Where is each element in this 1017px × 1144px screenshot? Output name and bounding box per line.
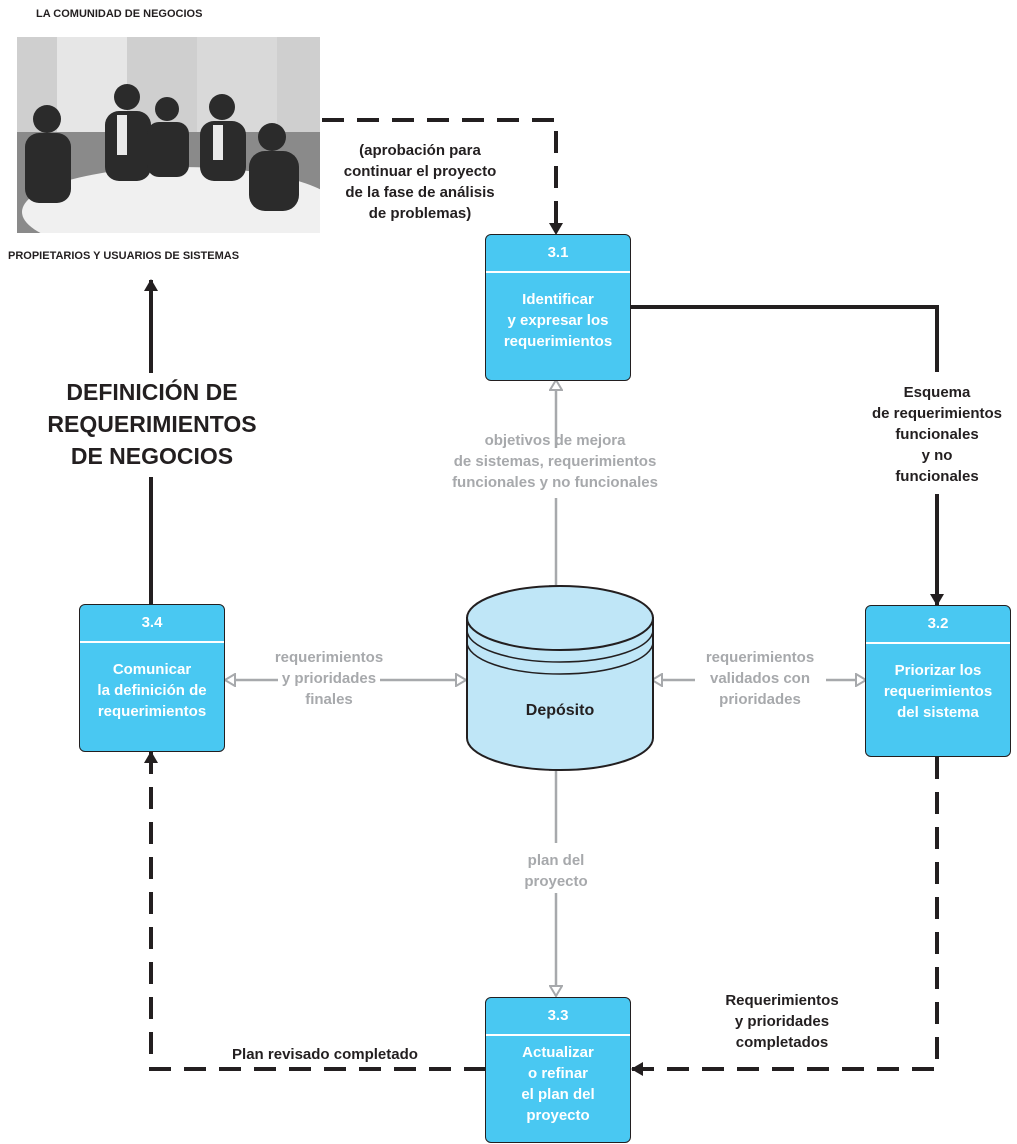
flow-validated-label: requerimientos validados con prioridades [705, 649, 815, 708]
entity-top-label: LA COMUNIDAD DE NEGOCIOS [36, 8, 203, 20]
process-3-1-text: Identificar y expresar los requerimiento… [503, 291, 613, 350]
process-3-1-number: 3.1 [486, 235, 630, 273]
datastore-depository [466, 585, 654, 771]
flow-final-reqs-label: requerimientos y prioridades finales [274, 649, 384, 708]
flow-revised-plan-line [144, 751, 486, 1071]
diagram-title: DEFINICIÓN DE REQUERIMIENTOS DE NEGOCIOS [47, 379, 257, 469]
datastore-label: Depósito [525, 702, 595, 719]
process-3-3-number: 3.3 [486, 998, 630, 1036]
business-community-photo [17, 37, 320, 233]
flow-approval-label: (aprobación para continuar el proyecto d… [343, 142, 497, 222]
process-3-2-number: 3.2 [866, 606, 1010, 644]
process-3-4-number: 3.4 [80, 605, 224, 643]
process-3-4-text: Comunicar la definición de requerimiento… [97, 661, 207, 720]
flow-plan-label: plan del proyecto [524, 852, 588, 890]
process-3-3-text: Actualizar o refinar el plan del proyect… [521, 1044, 595, 1124]
process-3-4[interactable]: 3.4 Comunicar la definición de requerimi… [79, 604, 225, 752]
process-3-1[interactable]: 3.1 Identificar y expresar los requerimi… [485, 234, 631, 381]
flow-schema-line-top [630, 305, 939, 372]
process-3-3[interactable]: 3.3 Actualizar o refinar el plan del pro… [485, 997, 631, 1143]
process-3-2[interactable]: 3.2 Priorizar los requerimientos del sis… [865, 605, 1011, 757]
flow-approval-line [322, 118, 563, 235]
flow-objectives-label: objetivos de mejora de sistemas, requeri… [452, 432, 658, 491]
meeting-photo-icon [17, 37, 320, 233]
flow-completed-reqs-label: Requerimientos y prioridades completados [725, 992, 839, 1051]
flow-schema-label: Esquema de requerimientos funcionales y … [871, 384, 1003, 485]
process-3-2-text: Priorizar los requerimientos del sistema [883, 662, 993, 721]
entity-bottom-label: PROPIETARIOS Y USUARIOS DE SISTEMAS [8, 250, 240, 262]
flow-revised-plan-label: Plan revisado completado [232, 1046, 418, 1063]
